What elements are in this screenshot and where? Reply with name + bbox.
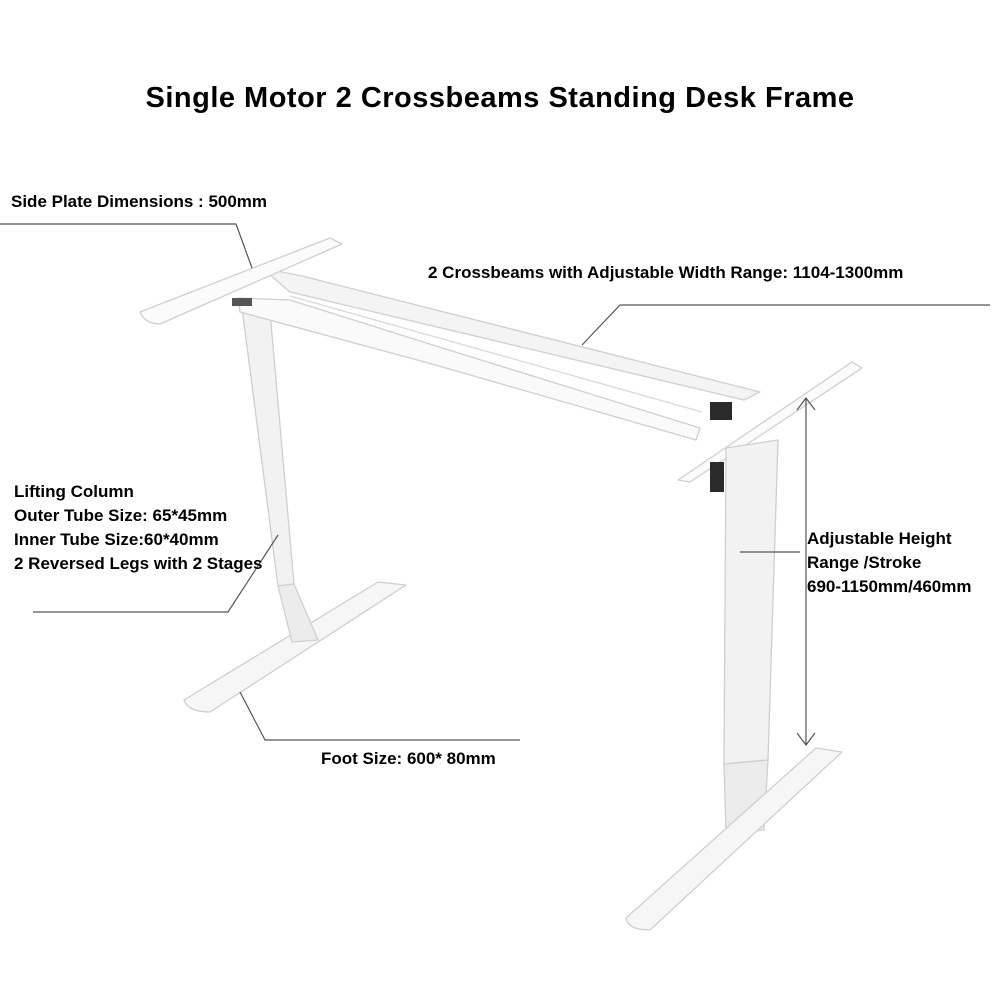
page-title: Single Motor 2 Crossbeams Standing Desk … — [145, 82, 855, 114]
reversed-legs: 2 Reversed Legs with 2 Stages — [14, 554, 263, 573]
desk-frame — [139, 237, 863, 931]
height-title: Adjustable Height — [807, 529, 952, 548]
height-range-title: Range /Stroke — [807, 553, 922, 572]
lifting-column-title: Lifting Column — [14, 482, 134, 501]
inner-tube-size: Inner Tube Size:60*40mm — [14, 530, 219, 549]
lifting-column-label: Lifting Column Outer Tube Size: 65*45mm … — [14, 480, 263, 576]
leader-lines — [0, 223, 990, 741]
crossbeam-front — [237, 297, 701, 441]
crossbeams-leader — [581, 304, 990, 346]
left-column-inner — [277, 583, 319, 643]
crossbeam-back — [261, 267, 761, 401]
lifting-column-leader — [33, 534, 279, 613]
left-foot — [183, 581, 407, 713]
motor — [710, 402, 732, 420]
height-range-value: 690-1150mm/460mm — [807, 577, 972, 596]
side-plate-label: Side Plate Dimensions : 500mm — [11, 192, 268, 211]
height-dimension-arrow — [796, 397, 816, 746]
right-side-plate — [677, 361, 863, 483]
foot-size-label: Foot Size: 600* 80mm — [321, 749, 496, 768]
right-column-outer — [723, 439, 779, 765]
outer-tube-size: Outer Tube Size: 65*45mm — [14, 506, 228, 525]
left-side-plate — [139, 237, 343, 325]
right-foot — [625, 747, 843, 931]
foot-leader — [239, 691, 520, 741]
height-label: Adjustable Height Range /Stroke 690-1150… — [807, 527, 971, 599]
crossbeams-label: 2 Crossbeams with Adjustable Width Range… — [428, 263, 904, 282]
side-plate-leader — [0, 223, 253, 269]
